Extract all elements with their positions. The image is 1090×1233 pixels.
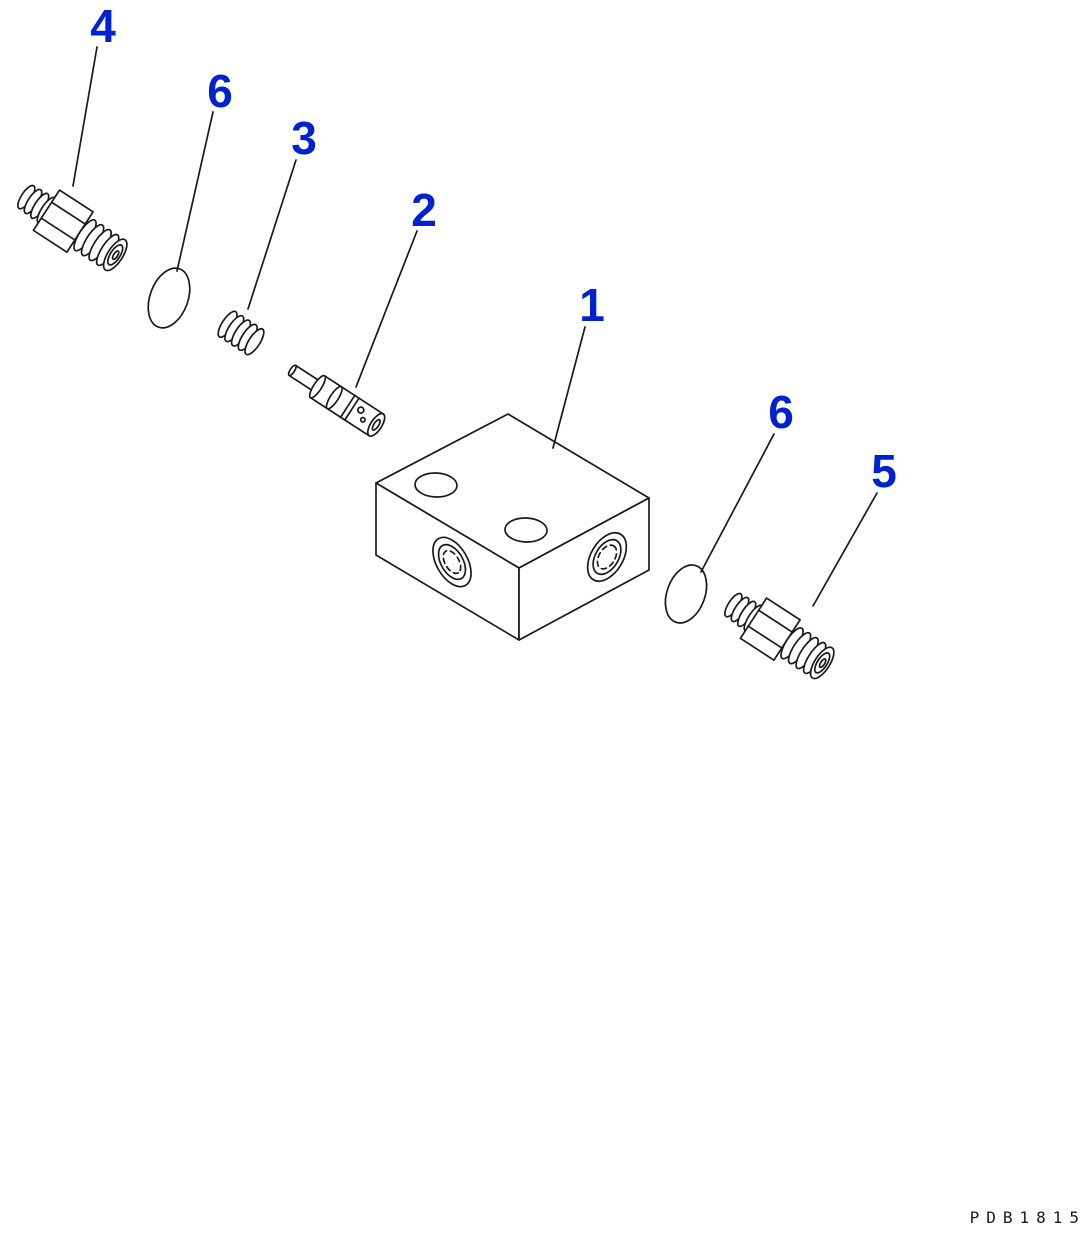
leader-line-part-2 — [355, 230, 418, 388]
top-port-hole-right — [504, 517, 548, 543]
part-6-gasket-left — [147, 267, 191, 329]
front-left-threaded-port — [432, 536, 472, 588]
callout-part-1: 1 — [579, 279, 605, 331]
callout-part-6-left: 6 — [207, 65, 233, 117]
leader-lines — [72, 46, 878, 607]
leader-line-part-5 — [812, 492, 878, 607]
part-1-valve-block — [375, 413, 650, 641]
drawing-code: PDB1815 — [970, 1208, 1086, 1227]
part-2-valve-spool — [287, 364, 386, 438]
leader-line-part-6-right — [700, 433, 775, 573]
drawing-layer — [8, 46, 878, 688]
part-4-connector-fitting — [8, 173, 136, 280]
part-5-connector-fitting — [715, 581, 843, 688]
part-6-gasket-right — [664, 564, 708, 624]
callout-part-4: 4 — [90, 0, 116, 52]
front-right-threaded-port — [586, 531, 628, 583]
leader-line-part-4 — [72, 46, 98, 187]
top-port-hole-left — [414, 472, 458, 498]
leader-line-part-3 — [247, 159, 297, 310]
callout-part-5: 5 — [871, 445, 897, 497]
callout-part-2: 2 — [411, 184, 437, 236]
leader-line-part-6-left — [176, 111, 214, 272]
callout-labels: 4 6 3 2 1 6 5 — [90, 0, 897, 497]
callout-part-6-right: 6 — [768, 386, 794, 438]
part-3-spring — [217, 310, 265, 356]
callout-part-3: 3 — [291, 112, 317, 164]
leader-line-part-1 — [552, 326, 586, 449]
